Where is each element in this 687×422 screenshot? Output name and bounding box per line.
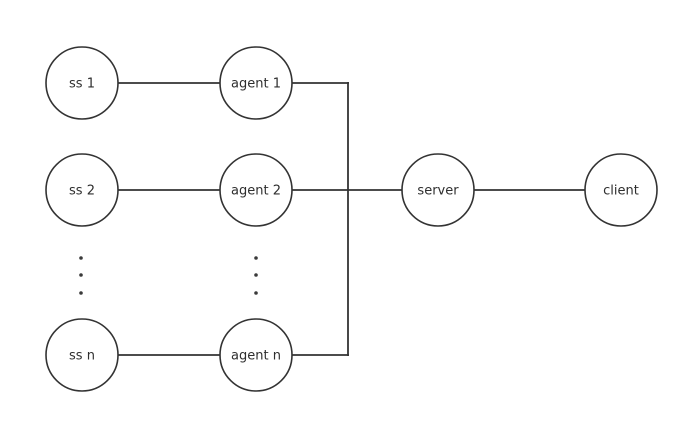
- agent-ellipsis-icon: [254, 256, 258, 295]
- node-label-agent1: agent 1: [231, 77, 281, 92]
- ellipsis-dot: [254, 291, 258, 295]
- node-agent2[interactable]: agent 2: [219, 153, 293, 227]
- node-client[interactable]: client: [584, 153, 658, 227]
- ellipsis-dot: [254, 256, 258, 260]
- node-label-agent2: agent 2: [231, 184, 281, 199]
- node-label-ss2: ss 2: [69, 184, 95, 199]
- node-ss1[interactable]: ss 1: [45, 46, 119, 120]
- ss-ellipsis-icon: [79, 256, 83, 295]
- node-circle-agentn[interactable]: [219, 318, 293, 392]
- node-ssn[interactable]: ss n: [45, 318, 119, 392]
- node-ss2[interactable]: ss 2: [45, 153, 119, 227]
- node-circle-ssn[interactable]: [45, 318, 119, 392]
- node-circle-agent1[interactable]: [219, 46, 293, 120]
- node-server[interactable]: server: [401, 153, 475, 227]
- node-circle-ss1[interactable]: [45, 46, 119, 120]
- ellipsis-dot: [79, 273, 83, 277]
- node-label-ssn: ss n: [69, 349, 95, 364]
- node-circle-ss2[interactable]: [45, 153, 119, 227]
- node-label-client: client: [603, 184, 639, 199]
- ellipsis-dot: [79, 291, 83, 295]
- node-circle-client[interactable]: [584, 153, 658, 227]
- node-label-ss1: ss 1: [69, 77, 95, 92]
- ellipsis-dot: [254, 273, 258, 277]
- node-agent1[interactable]: agent 1: [219, 46, 293, 120]
- edge-group: [118, 82, 585, 356]
- node-agentn[interactable]: agent n: [219, 318, 293, 392]
- node-label-server: server: [417, 184, 459, 199]
- node-circle-agent2[interactable]: [219, 153, 293, 227]
- node-label-agentn: agent n: [231, 349, 281, 364]
- ellipsis-dot: [79, 256, 83, 260]
- node-circle-server[interactable]: [401, 153, 475, 227]
